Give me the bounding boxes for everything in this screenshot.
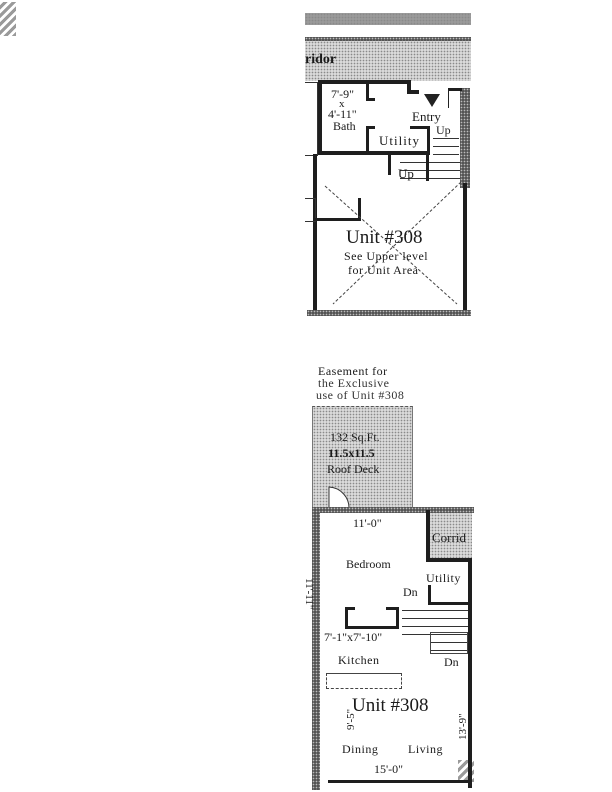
top-band-line xyxy=(305,37,471,41)
stair-tread xyxy=(430,650,468,651)
unit-title: Unit #308 xyxy=(352,695,429,716)
living-width: 15'-0" xyxy=(374,762,404,776)
left-wall xyxy=(312,510,320,790)
bath-dims-x: x xyxy=(339,98,345,110)
wall xyxy=(463,183,467,316)
stair-tread xyxy=(402,634,468,635)
deck-label: Roof Deck xyxy=(327,462,380,476)
upper-floor-plan: ridor 7'-9" x 4'-11" Bath Entry Up Utili xyxy=(0,0,612,330)
left-jamb xyxy=(305,198,316,222)
note-line1: See Upper level xyxy=(344,249,429,263)
unit-title: Unit #308 xyxy=(346,227,423,248)
easement-line2: the Exclusive xyxy=(318,376,390,390)
wall xyxy=(366,126,375,129)
wall xyxy=(428,585,431,605)
bottom-wall xyxy=(307,310,471,316)
kitchen-label: Kitchen xyxy=(338,653,380,667)
wall xyxy=(318,80,411,84)
wall xyxy=(366,98,375,101)
wall xyxy=(428,602,470,605)
kitchen-dn-label: Dn xyxy=(444,655,459,669)
living-depth: 13'-9" xyxy=(457,713,469,740)
stair-tread xyxy=(433,138,459,139)
wall xyxy=(345,626,399,629)
utility-label: Utility xyxy=(379,133,420,148)
wall xyxy=(426,155,429,181)
unit-cross-lines xyxy=(324,181,462,305)
stair-landing xyxy=(430,632,468,654)
corridor-label: Corrid xyxy=(432,530,466,545)
easement-line1: Easement for xyxy=(318,364,388,378)
wall xyxy=(407,80,411,94)
stair-tread xyxy=(402,618,468,619)
stair-tread xyxy=(400,178,460,179)
left-jamb xyxy=(305,82,318,156)
wall xyxy=(448,88,462,91)
corridor-area xyxy=(305,41,471,81)
dining-depth: 9'-5" xyxy=(345,708,357,730)
bath-dims-line1: 7'-9" xyxy=(331,87,355,101)
note-line2: for Unit Area xyxy=(348,263,419,277)
wall xyxy=(313,154,317,316)
kitchen-counter xyxy=(326,673,402,689)
wall xyxy=(366,82,369,100)
wall xyxy=(410,126,430,129)
deck-area: 132 Sq.Ft. xyxy=(330,430,380,444)
stair-dn-label: Dn xyxy=(403,585,418,599)
wall xyxy=(328,780,470,783)
bedroom-label: Bedroom xyxy=(346,557,391,571)
top-wall xyxy=(312,507,474,513)
entry-label: Entry xyxy=(412,109,441,124)
wall xyxy=(407,90,419,94)
wall xyxy=(318,80,322,154)
wall xyxy=(426,558,472,562)
corner-hatch-top-left xyxy=(0,2,16,36)
wall xyxy=(318,151,430,155)
bath-dims-line2: 4'-11" xyxy=(328,107,357,121)
entry-arrow-icon xyxy=(424,94,440,107)
wall xyxy=(345,607,348,629)
wall xyxy=(313,218,361,221)
lower-floor-plan: Easement for the Exclusive use of Unit #… xyxy=(0,340,612,792)
closet-dims: 7'-1"x7'-10" xyxy=(324,630,383,644)
stair-up-label: Up xyxy=(398,166,414,181)
utility-label: Utility xyxy=(426,571,461,585)
right-wall xyxy=(460,88,470,188)
stair-tread xyxy=(433,146,459,147)
stair-tread xyxy=(402,626,468,627)
wall xyxy=(388,155,391,175)
wall xyxy=(358,198,361,221)
corridor-area xyxy=(428,508,472,558)
stair-tread xyxy=(433,154,459,155)
bedroom-width: 11'-0" xyxy=(353,516,382,530)
stair-tread xyxy=(402,610,468,611)
stair-tread xyxy=(400,162,460,163)
bedroom-depth: 11'-11" xyxy=(303,578,315,610)
corridor-label: ridor xyxy=(305,52,337,67)
stair-tread xyxy=(400,170,460,171)
wall xyxy=(427,126,430,155)
dining-label: Dining xyxy=(342,742,379,756)
wall xyxy=(345,607,355,610)
stair-tread xyxy=(430,642,468,643)
wall xyxy=(426,510,430,562)
bath-label: Bath xyxy=(333,119,356,133)
easement-line3: use of Unit #308 xyxy=(316,388,405,402)
top-band xyxy=(305,13,471,25)
wall xyxy=(366,126,369,154)
living-label: Living xyxy=(408,742,443,756)
door-swing-icon xyxy=(328,486,350,510)
entry-up-label: Up xyxy=(436,123,451,137)
deck-dims: 11.5x11.5 xyxy=(328,446,375,460)
wall xyxy=(386,607,398,610)
wall xyxy=(468,558,472,788)
wall xyxy=(396,607,399,629)
entry-door xyxy=(430,90,449,108)
